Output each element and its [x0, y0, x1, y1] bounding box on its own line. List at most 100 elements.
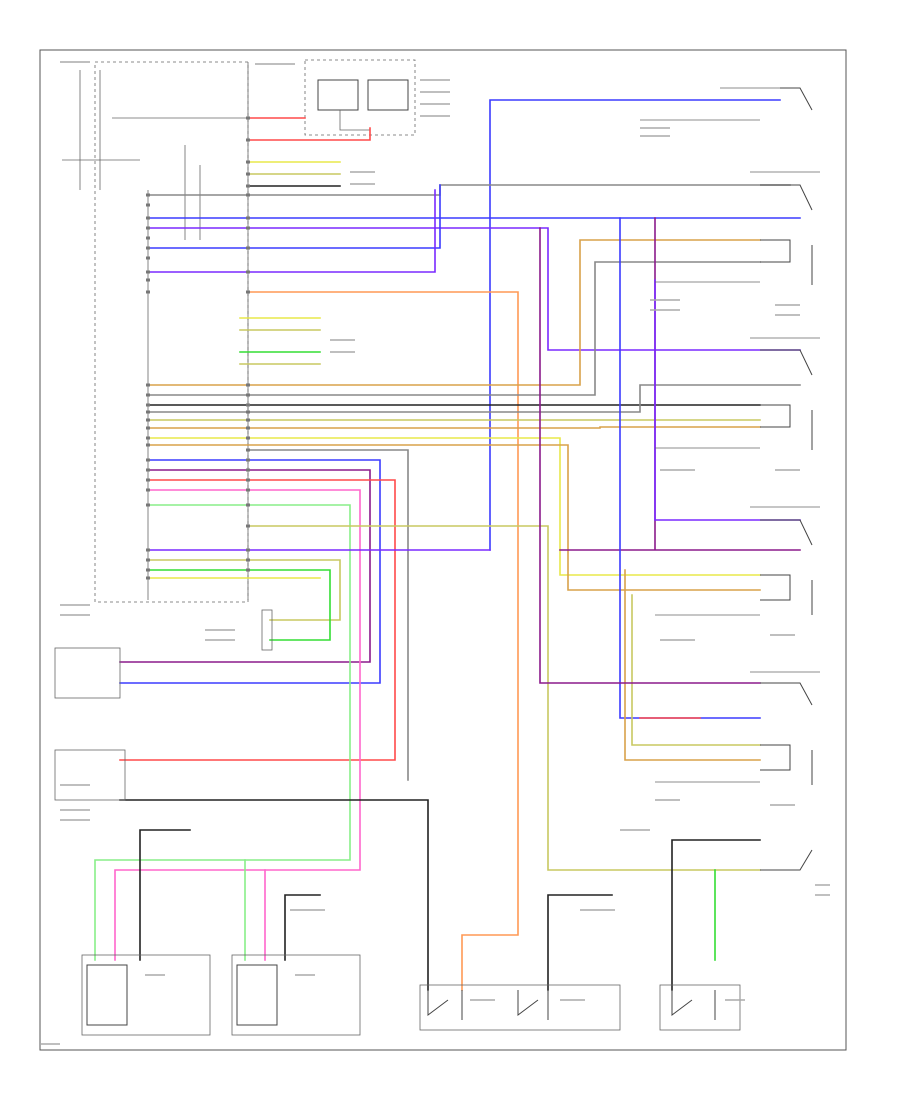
wire — [489, 99, 781, 551]
wire — [624, 569, 761, 761]
connector-icon — [146, 410, 150, 414]
connector-icon — [246, 290, 250, 294]
wire — [147, 184, 791, 196]
connector-icon — [246, 568, 250, 572]
wire — [94, 504, 351, 961]
wire — [631, 594, 761, 746]
wire — [147, 384, 801, 413]
connector-icon — [146, 443, 150, 447]
wire — [147, 444, 761, 591]
connector-icon — [146, 558, 150, 562]
wire — [147, 437, 761, 576]
connector-icon — [246, 548, 250, 552]
connector-icon — [246, 418, 250, 422]
connector-icon — [246, 403, 250, 407]
connector-icon — [146, 426, 150, 430]
connector-icon — [246, 458, 250, 462]
connector-icon — [246, 410, 250, 414]
connector-icon — [246, 524, 250, 528]
switch-icon — [760, 349, 813, 376]
connector-icon — [146, 383, 150, 387]
connector-icon — [146, 436, 150, 440]
connector-icon — [146, 576, 150, 580]
connector-icon — [246, 193, 250, 197]
connector-icon — [146, 568, 150, 572]
connector-icon — [246, 478, 250, 482]
wire — [119, 799, 429, 991]
switch-icon — [427, 990, 716, 1020]
wire — [247, 449, 409, 781]
wire — [119, 469, 371, 663]
connector-icon — [246, 184, 250, 188]
wire — [247, 117, 371, 141]
connector-icon — [146, 418, 150, 422]
connector-icon — [246, 270, 250, 274]
connector-icon — [246, 172, 250, 176]
connector-icon — [146, 256, 150, 260]
wire — [539, 227, 761, 684]
connector-icon — [146, 193, 150, 197]
wire — [147, 261, 761, 396]
switch-icon — [780, 87, 813, 111]
wire — [147, 559, 341, 621]
switch-icon — [760, 404, 813, 450]
wire — [147, 227, 801, 351]
wire — [147, 239, 761, 386]
wire — [119, 459, 381, 684]
wire — [619, 217, 761, 719]
connector-icon — [146, 290, 150, 294]
wire — [119, 479, 396, 761]
wire — [114, 489, 361, 961]
connector-icon — [246, 116, 250, 120]
connector-icon — [146, 478, 150, 482]
switch-icon — [760, 682, 813, 706]
connector-icon — [146, 216, 150, 220]
connector-icon — [246, 226, 250, 230]
wire — [147, 189, 436, 273]
connector-icon — [146, 203, 150, 207]
wire — [671, 839, 761, 991]
connector-icon — [146, 270, 150, 274]
left-lower-switches — [54, 609, 273, 801]
connector-icon — [146, 548, 150, 552]
switch-icon — [760, 744, 813, 785]
connector-icon — [146, 236, 150, 240]
connector-icon — [146, 488, 150, 492]
connector-icon — [246, 488, 250, 492]
right-switches — [640, 87, 820, 871]
connector-icon — [246, 426, 250, 430]
connector-icon — [146, 246, 150, 250]
control-module — [94, 61, 249, 603]
wire — [547, 894, 613, 991]
connector-icon — [246, 246, 250, 250]
label-placeholders — [40, 61, 830, 1045]
connector-icon — [246, 558, 250, 562]
switch-icon — [760, 574, 813, 615]
connector-pins — [146, 116, 250, 580]
connector-icon — [146, 393, 150, 397]
switch-icon — [760, 239, 813, 285]
connector-icon — [146, 458, 150, 462]
fuse-panel — [62, 70, 248, 240]
wire — [654, 279, 801, 521]
switch-icon — [760, 184, 813, 211]
wire — [247, 525, 761, 871]
connector-icon — [146, 226, 150, 230]
wire — [247, 291, 519, 991]
connector-icon — [246, 138, 250, 142]
connector-icon — [146, 503, 150, 507]
wire — [147, 184, 441, 249]
power-relay-box — [304, 59, 416, 136]
wire-group — [94, 99, 801, 991]
connector-icon — [246, 383, 250, 387]
connector-icon — [246, 503, 250, 507]
switch-icon — [760, 849, 813, 871]
connector-icon — [246, 393, 250, 397]
connector-icon — [246, 216, 250, 220]
wire — [284, 894, 321, 961]
diagram-border — [39, 49, 847, 1051]
connector-icon — [146, 468, 150, 472]
connector-icon — [246, 436, 250, 440]
connector-icon — [246, 468, 250, 472]
switch-icon — [760, 519, 813, 546]
